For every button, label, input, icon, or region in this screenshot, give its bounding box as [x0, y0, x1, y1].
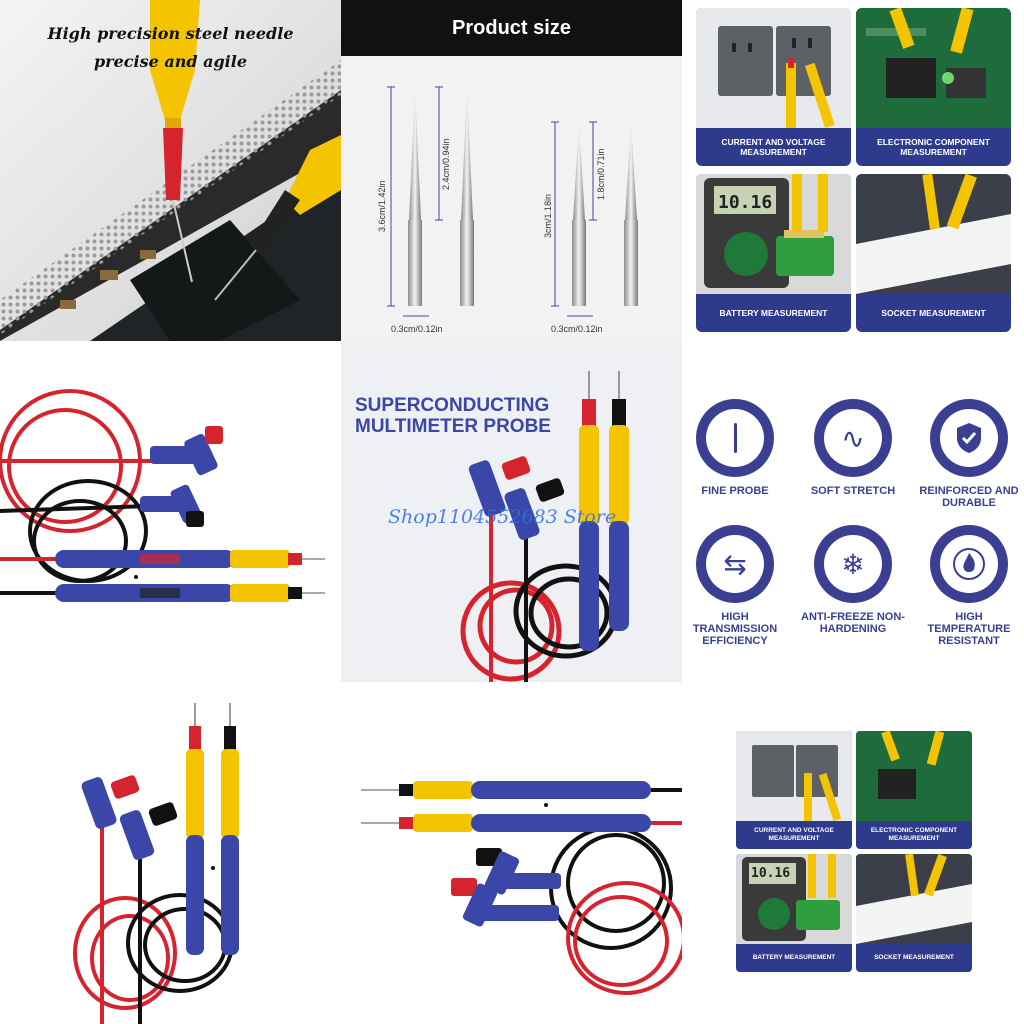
usage-label: ELECTRONIC COMPONENT MEASUREMENT: [877, 137, 990, 157]
short-needle-tip-length: 1.8cm/0.71in: [596, 148, 606, 200]
usage-label: SOCKET MEASUREMENT: [881, 308, 986, 318]
product-size-panel: Product size 3.6cm/1.42in 2.4cm/0.94in 3…: [341, 0, 682, 341]
multimeter-display-reading: 10.16: [718, 192, 773, 213]
needle-icon: [733, 423, 737, 453]
vertical-probe-illustration: [460, 371, 629, 682]
feature-label: ANTI-FREEZE NON-HARDENING: [801, 611, 905, 635]
usage-label: BATTERY MEASUREMENT: [752, 954, 836, 961]
pcb-photo: [856, 8, 1011, 128]
flame-icon: [953, 548, 985, 580]
hero-title-line-2: MULTIMETER PROBE: [355, 416, 551, 437]
feature-label: SOFT STRETCH: [810, 485, 896, 497]
wave-icon: ∿: [841, 421, 865, 455]
usage-scenarios-grid: CURRENT AND VOLTAGE MEASUREMENT ELECTRON…: [683, 0, 1024, 341]
feature-label: HIGH TEMPERATURE RESISTANT: [927, 611, 1011, 647]
probe-set-illustration: [0, 389, 325, 602]
swap-arrows-icon: ⇆: [723, 547, 747, 581]
shield-icon: [957, 423, 981, 453]
hero-title-line-1: SUPERCONDUCTING: [355, 395, 550, 416]
usage-card-socket-small: SOCKET MEASUREMENT: [856, 854, 972, 972]
vertical-probe-set-illustration: [73, 703, 239, 1024]
usage-card-current-voltage: CURRENT AND VOLTAGE MEASUREMENT: [696, 8, 851, 166]
feature-label: REINFORCED AND DURABLE: [919, 485, 1019, 509]
usage-card-battery: 10.16 BATTERY MEASUREMENT: [696, 174, 851, 332]
usage-label: SOCKET MEASUREMENT: [874, 954, 954, 961]
long-needle-width: 0.3cm/0.12in: [391, 324, 443, 334]
usage-card-current-voltage-small: CURRENT AND VOLTAGE MEASUREMENT: [736, 731, 852, 849]
feature-icons-grid: FINE PROBE ∿ SOFT STRETCH REINFORCED AND…: [683, 341, 1024, 682]
usage-card-socket: SOCKET MEASUREMENT: [856, 174, 1011, 332]
snowflake-icon: ❄: [841, 547, 865, 581]
feature-high-transmission: ⇆ HIGH TRANSMISSION EFFICIENCY: [683, 525, 790, 647]
multimeter-battery-photo: [696, 174, 851, 294]
feature-fine-probe: FINE PROBE: [683, 399, 790, 497]
probe-set-horizontal-photo-2: [341, 683, 682, 1024]
usage-card-electronic-component-small: ELECTRONIC COMPONENT MEASUREMENT: [856, 731, 972, 849]
usage-scenarios-grid-small: CURRENT AND VOLTAGE MEASUREMENT ELECTRON…: [683, 683, 1024, 1024]
feature-anti-freeze: ❄ ANTI-FREEZE NON-HARDENING: [798, 525, 908, 635]
hero-title: SUPERCONDUCTING MULTIMETER PROBE: [355, 395, 551, 437]
product-size-title: Product size: [341, 0, 682, 56]
wall-socket-photo: [736, 731, 852, 821]
long-needle-total-length: 3.6cm/1.42in: [377, 180, 387, 232]
superconducting-probe-hero: SUPERCONDUCTING MULTIMETER PROBE: [341, 341, 682, 682]
short-needle-total-length: 3cm/1.18in: [543, 193, 553, 238]
usage-label: CURRENT AND VOLTAGE MEASUREMENT: [754, 827, 834, 842]
probe-set-illustration-2: [361, 781, 682, 995]
probe-set-vertical-photo: [0, 683, 341, 1024]
needle-dimension-drawing: [387, 86, 638, 317]
multimeter-battery-photo: [736, 854, 852, 944]
pcb-photo: [856, 731, 972, 821]
usage-label: CURRENT AND VOLTAGE MEASUREMENT: [721, 137, 826, 157]
caption-line-1: High precision steel needle: [47, 24, 294, 43]
feature-label: HIGH TRANSMISSION EFFICIENCY: [692, 611, 778, 647]
feature-reinforced: REINFORCED AND DURABLE: [914, 399, 1024, 509]
power-strip-photo: [856, 854, 972, 944]
short-needle-width: 0.3cm/0.12in: [551, 324, 603, 334]
circuit-board-illustration: [0, 0, 341, 341]
probe-set-horizontal-photo: [0, 341, 341, 682]
usage-card-electronic-component: ELECTRONIC COMPONENT MEASUREMENT: [856, 8, 1011, 166]
caption-line-2: precise and agile: [93, 52, 248, 71]
wall-socket-photo: [696, 8, 851, 128]
usage-label: BATTERY MEASUREMENT: [719, 308, 828, 318]
feature-soft-stretch: ∿ SOFT STRETCH: [798, 399, 908, 497]
feature-high-temperature: HIGH TEMPERATURE RESISTANT: [914, 525, 1024, 647]
multimeter-display-reading: 10.16: [751, 866, 791, 881]
long-needle-tip-length: 2.4cm/0.94in: [441, 138, 451, 190]
usage-card-battery-small: 10.16 BATTERY MEASUREMENT: [736, 854, 852, 972]
needle-closeup-photo: High precision steel needle precise and …: [0, 0, 341, 341]
feature-label: FINE PROBE: [701, 485, 769, 497]
usage-label: ELECTRONIC COMPONENT MEASUREMENT: [870, 827, 958, 842]
store-watermark: Shop1104552683 Store: [388, 506, 617, 528]
power-strip-photo: [856, 174, 1011, 294]
